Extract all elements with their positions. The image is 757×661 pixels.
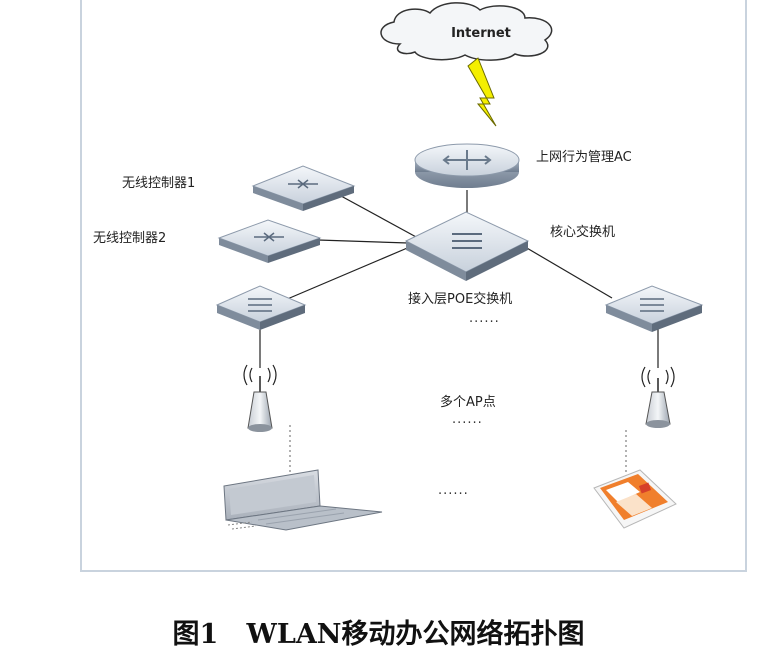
figure-caption: 图1 WLAN移动办公网络拓扑图	[0, 612, 757, 651]
ap-ellipsis: ......	[452, 412, 483, 427]
router-arrows-icon	[442, 150, 492, 170]
wifi-signal-icon	[243, 364, 277, 386]
switch-icon	[640, 298, 664, 312]
access-point-left	[243, 364, 277, 432]
wireless-controller-2-label: 无线控制器2	[93, 231, 166, 246]
lightning-bolt-icon	[467, 57, 497, 127]
controller-arrows-icon	[254, 232, 284, 242]
internet-label: Internet	[451, 26, 511, 41]
internet-cloud: Internet	[380, 2, 553, 61]
link-ctrl1-core	[329, 189, 419, 239]
devices-ellipsis: ......	[438, 483, 469, 498]
core-switch: 核心交换机	[404, 211, 615, 281]
figure-title: WLAN移动办公网络拓扑图	[246, 619, 585, 650]
tablet-icon	[593, 469, 677, 529]
access-switch-right	[604, 285, 704, 332]
wireless-controller-1: 无线控制器1	[122, 165, 356, 211]
access-point-right	[641, 366, 675, 428]
figure-number: 图1	[172, 619, 219, 650]
access-switch-ellipsis: ......	[469, 311, 500, 326]
controller-arrows-icon	[288, 179, 318, 189]
wifi-signal-icon	[641, 366, 675, 388]
ac-label: 上网行为管理AC	[536, 150, 632, 165]
caption-gap	[218, 619, 246, 650]
ap-label: 多个AP点	[440, 394, 496, 410]
link-right-access-core	[519, 243, 613, 299]
connection-lines	[259, 189, 659, 368]
ac-device: 上网行为管理AC	[414, 143, 632, 188]
wireless-controller-2: 无线控制器2	[93, 219, 322, 263]
link-left-access-core	[284, 245, 413, 301]
access-switch-left	[215, 285, 307, 330]
link-ctrl2-core	[317, 239, 409, 244]
switch-icon	[248, 298, 272, 312]
wireless-controller-1-label: 无线控制器1	[122, 176, 195, 191]
laptop-icon	[223, 469, 383, 531]
switch-icon	[452, 233, 482, 249]
core-switch-label: 核心交换机	[550, 224, 615, 240]
wireless-links	[289, 425, 627, 478]
access-switch-label: 接入层POE交换机	[408, 291, 512, 307]
